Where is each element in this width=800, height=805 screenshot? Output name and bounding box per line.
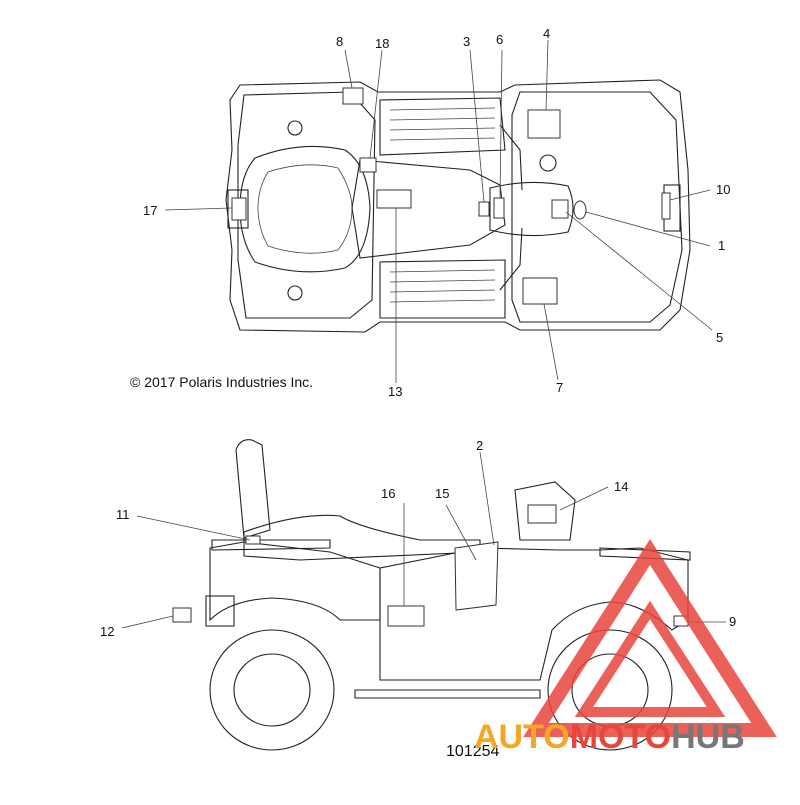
watermark-hub: HUB [671, 718, 745, 756]
decal-13 [376, 189, 412, 209]
decal-6 [493, 197, 505, 219]
top-callouts: 8 18 3 6 4 10 17 1 5 13 7 [143, 26, 730, 399]
decal-17 [231, 197, 247, 221]
decal-4 [527, 109, 561, 139]
left-footwell [379, 97, 506, 156]
callout-3: 3 [463, 34, 470, 49]
decal-18 [359, 157, 377, 173]
callout-6: 6 [496, 32, 503, 47]
decal-5 [551, 199, 569, 219]
side-pod [514, 481, 576, 541]
callout-14: 14 [614, 479, 628, 494]
callout-7: 7 [556, 380, 563, 395]
callout-8: 8 [336, 34, 343, 49]
rear-wheel-hub [233, 653, 311, 727]
callout-11: 11 [116, 507, 130, 522]
side-front-rack [599, 547, 691, 561]
instrument-pod [489, 181, 574, 237]
watermark-auto: AUTO [474, 718, 570, 756]
side-rear-rack [211, 539, 331, 551]
seat-backrest [235, 439, 271, 539]
rear-wheel [209, 629, 335, 751]
decal-14 [527, 504, 557, 524]
tail-light [227, 189, 249, 229]
right-footwell [379, 259, 506, 319]
side-callouts: 2 14 16 15 11 12 9 [100, 438, 736, 639]
callout-1: 1 [718, 238, 725, 253]
callout-18: 18 [375, 36, 389, 51]
rear-mount-top [287, 120, 303, 136]
decal-3 [478, 201, 490, 217]
watermark-logo [523, 539, 777, 737]
handlebar-lower [499, 227, 523, 291]
callout-9: 9 [729, 614, 736, 629]
decal-16 [387, 605, 425, 627]
seat-inner [257, 164, 353, 254]
rear-mount-bottom [287, 285, 303, 301]
decal-10 [661, 192, 671, 220]
watermark-triangle-icon [523, 539, 777, 737]
gas-cap [539, 154, 557, 172]
decal-11 [245, 535, 261, 545]
callout-4: 4 [543, 26, 550, 41]
top-leader-lines [164, 39, 713, 383]
decal-7 [522, 277, 558, 305]
copyright: © 2017 Polaris Industries Inc. [130, 374, 313, 390]
rear-fender [209, 541, 381, 622]
footboard [354, 689, 541, 699]
figure-number: 101254 [446, 743, 499, 760]
decal-15 [454, 541, 499, 611]
callout-12: 12 [100, 624, 114, 639]
callout-5: 5 [716, 330, 723, 345]
callout-17: 17 [143, 203, 157, 218]
center-console [351, 159, 506, 259]
top-body-outline [225, 79, 691, 333]
watermark-moto: MOTO [570, 718, 671, 756]
atv-top-view [164, 39, 713, 383]
rear-hitch [205, 595, 235, 627]
front-wheel [547, 629, 673, 751]
watermark-text: AUTOMOTOHUB [474, 718, 745, 756]
decal-8 [342, 87, 364, 105]
front-rack [511, 91, 683, 323]
side-seat [243, 514, 481, 561]
decal-12 [172, 607, 192, 623]
callout-15: 15 [435, 486, 449, 501]
handlebar-upper [499, 124, 523, 191]
callout-10: 10 [716, 182, 730, 197]
callout-2: 2 [476, 438, 483, 453]
decal-1 [573, 200, 587, 220]
callout-16: 16 [381, 486, 395, 501]
watermark-inner-triangle-icon [574, 600, 726, 717]
atv-side-view [121, 439, 726, 751]
rear-rack [237, 91, 376, 319]
callout-13: 13 [388, 384, 402, 399]
side-leader-lines [121, 451, 726, 629]
